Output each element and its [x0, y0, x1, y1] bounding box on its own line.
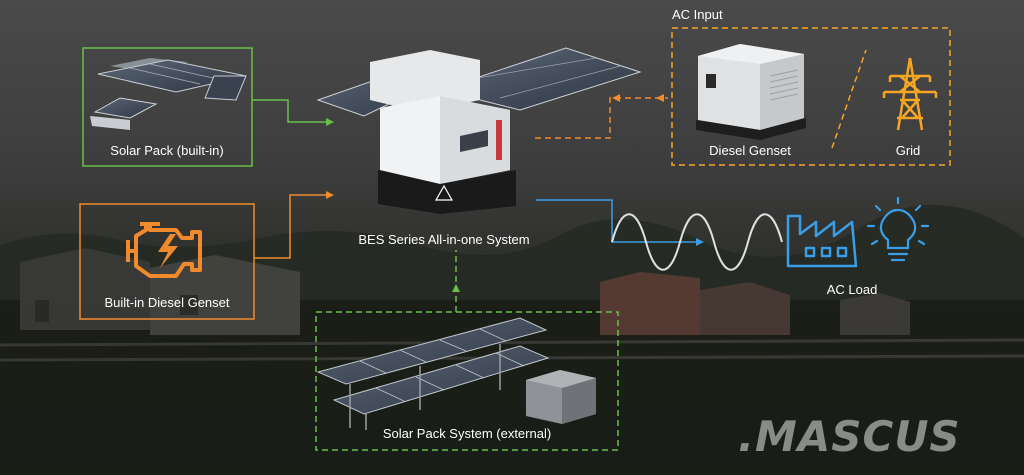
ac-load-label: AC Load [826, 282, 878, 297]
connector-builtin-genset [254, 191, 334, 259]
ac-input-label: AC Input [672, 7, 723, 22]
builtin-genset-box [79, 203, 255, 320]
grid-label: Grid [895, 143, 921, 158]
solar-pack-external-label: Solar Pack System (external) [382, 426, 552, 441]
background-landscape [0, 204, 1024, 475]
diesel-genset-image [696, 44, 806, 140]
farm-barn-center [600, 272, 910, 335]
solar-pack-builtin-box [82, 47, 253, 167]
light-bulb-icon [866, 196, 930, 262]
factory-icon [786, 214, 858, 268]
solar-pack-external-image [316, 317, 596, 430]
bes-system-image [316, 47, 642, 214]
diesel-genset-label: Diesel Genset [709, 143, 791, 158]
engine-warning-icon [126, 222, 202, 278]
bes-system-label: BES Series All-in-one System [358, 232, 530, 247]
solar-pack-builtin-image [90, 58, 247, 130]
connector-ac-input [535, 94, 668, 139]
power-tower-icon [882, 57, 938, 131]
ac-input-divider [831, 49, 867, 149]
mascus-watermark: .MASCUS [738, 412, 961, 461]
farm-barn-left [20, 248, 300, 335]
solar-pack-external-box [315, 311, 619, 451]
solar-pack-builtin-label: Solar Pack (built-in) [110, 143, 224, 158]
connector-ac-load [536, 199, 704, 246]
connector-solar-external [452, 250, 460, 312]
builtin-genset-label: Built-in Diesel Genset [104, 295, 230, 310]
connector-solar-builtin [252, 99, 334, 126]
ac-input-box [671, 27, 951, 166]
ac-sine-wave [611, 213, 783, 271]
